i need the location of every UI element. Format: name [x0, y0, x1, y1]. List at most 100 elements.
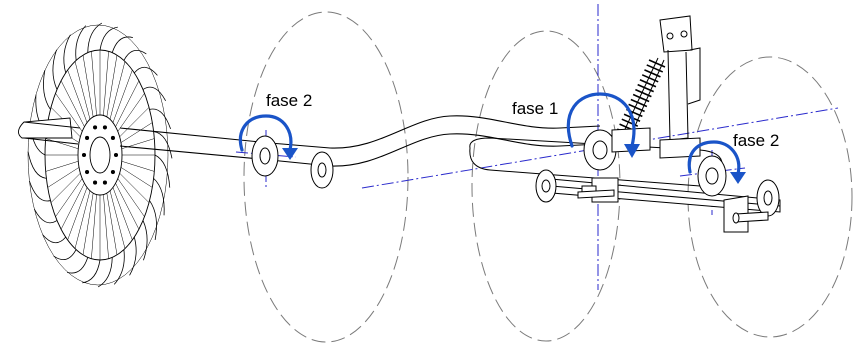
rotor-tine [53, 249, 77, 261]
rotor-tine [43, 70, 51, 110]
main-arm [119, 115, 601, 167]
rotor-spoke [115, 80, 140, 127]
rotor-hub-disc [77, 114, 123, 196]
rotor-tine [153, 131, 173, 159]
right-hub-axis-h [679, 167, 746, 177]
right-flange-core [763, 190, 773, 206]
rotor-axle-cap [18, 117, 73, 139]
rotor-spoke [106, 193, 118, 255]
rotor-spoke [55, 178, 83, 217]
hub-bolt [93, 125, 98, 130]
rotor-tine [149, 108, 171, 130]
rotor-tine [42, 234, 67, 244]
hub-bolt [102, 125, 107, 130]
phantom-rotor-right [687, 56, 853, 338]
rotor-tine [82, 259, 101, 284]
rotor-tine [97, 257, 113, 288]
right-stub-axle [735, 211, 769, 223]
rotor-tine [154, 154, 171, 188]
rotor-tine [111, 36, 133, 53]
phase-label-center: fase 1 [512, 99, 559, 118]
center-hub-core [592, 140, 608, 160]
rotor-tine [75, 25, 87, 61]
rotor-tine [52, 49, 58, 90]
hub-bolt [93, 180, 98, 185]
rotor-spoke [117, 178, 145, 217]
rotor-spoke [82, 193, 94, 255]
rotor-spoke [74, 190, 91, 249]
rake-rotor [18, 22, 173, 288]
rotor-spoke [117, 93, 145, 132]
rotor-spoke [112, 187, 133, 241]
clamp-block [659, 137, 701, 159]
center-flange-core [541, 179, 551, 193]
left-arrow-head [282, 148, 298, 160]
rotor-tine [142, 220, 148, 261]
rotor-spoke [115, 183, 140, 230]
spring-mount [611, 15, 701, 159]
center-arrow-head [624, 144, 640, 158]
rotor-spoke [120, 122, 153, 143]
arm-top-edge [119, 115, 601, 149]
arm-bottom-edge [119, 133, 601, 167]
spring-coil [641, 74, 659, 83]
phantom-rotor-left [243, 11, 409, 343]
rotor-tine [67, 257, 89, 274]
rotor-hub-inner [89, 136, 111, 174]
rotor-spoke [74, 61, 91, 120]
right-rotation-arrow [687, 140, 741, 176]
right-hub-core [705, 167, 719, 185]
rotor-spoke [47, 167, 80, 188]
hub-bolt [85, 135, 90, 141]
rotation-arrows [238, 92, 746, 184]
rotor-spoke [121, 161, 155, 172]
rotor-spoke [103, 194, 109, 259]
rotor-spokes [45, 50, 155, 260]
rotor-tine [29, 180, 51, 202]
mount-post [667, 49, 689, 141]
rotor-tine [87, 22, 103, 53]
mount-side [687, 47, 701, 105]
rotor-spoke [112, 69, 133, 123]
hub-bolt [85, 169, 90, 175]
rotor-spoke [45, 138, 79, 149]
spring-base [611, 127, 651, 153]
phase-label-right: fase 2 [733, 131, 780, 150]
rotor-spoke [45, 161, 79, 172]
rotor-spoke [91, 51, 97, 116]
rotor-tine [27, 151, 47, 179]
rotor-spoke [106, 55, 118, 117]
center-rotation-arrow [566, 92, 636, 148]
rotor-spoke [109, 190, 126, 249]
left-hub [251, 135, 334, 189]
rotor-tine [142, 86, 166, 101]
rotor-tine [153, 178, 165, 216]
phase-label-left: fase 2 [266, 91, 313, 110]
hub-bolts [81, 125, 119, 185]
rotor-tine [149, 200, 157, 240]
rotor-spoke [119, 172, 150, 203]
mount-hole-2 [680, 30, 688, 38]
rotor-spoke [91, 194, 97, 259]
hub-bolt [110, 135, 115, 141]
rotor-spoke [60, 183, 85, 230]
right-arrow-head [730, 172, 746, 184]
left-hub-core [259, 147, 271, 165]
hub-bolt [110, 169, 115, 175]
rotor-spoke [109, 61, 126, 120]
rotor-spoke [67, 187, 88, 241]
right-hub [577, 155, 780, 233]
left-rotation-arrow [238, 114, 293, 152]
rotor-spoke [50, 172, 81, 203]
rotor-axle [23, 121, 81, 145]
hub-bolt [113, 152, 119, 158]
rotor-spoke [120, 167, 153, 188]
stub-pin [577, 189, 615, 199]
rotor-spoke [119, 107, 150, 138]
hub-bolt [81, 152, 87, 158]
rotor-spoke [82, 55, 94, 117]
rotor-tine [123, 49, 147, 61]
rotor-tine [33, 209, 58, 224]
